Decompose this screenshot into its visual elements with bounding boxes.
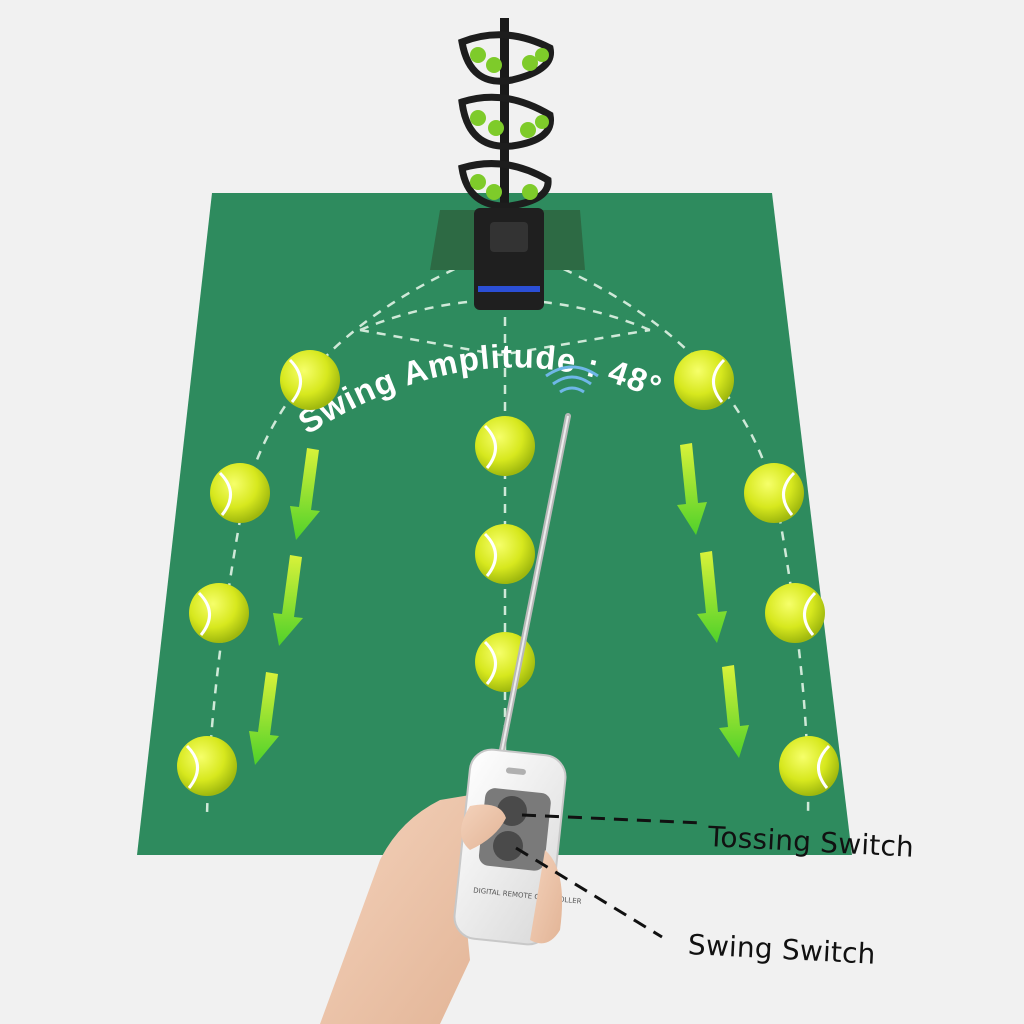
- signal-waves-icon: [545, 365, 599, 394]
- swing-switch-leader: [515, 846, 663, 939]
- tennis-ball: [744, 463, 804, 523]
- thumb: [461, 804, 506, 850]
- direction-arrows: [249, 443, 749, 765]
- hand: [320, 795, 491, 1024]
- arrow: [697, 551, 727, 643]
- tennis-ball: [475, 416, 535, 476]
- tennis-ball: [210, 463, 270, 523]
- arrow: [273, 555, 303, 646]
- arrow: [677, 443, 707, 535]
- fingers: [530, 850, 563, 944]
- tossing-switch-leader: [521, 813, 703, 825]
- ball-machine: [430, 18, 585, 310]
- swing-switch-button[interactable]: [493, 831, 523, 861]
- tennis-ball: [475, 524, 535, 584]
- tennis-ball: [779, 736, 839, 796]
- arrow: [249, 672, 279, 765]
- tennis-ball: [280, 350, 340, 410]
- callout-lines: [515, 813, 703, 939]
- arrow: [290, 448, 320, 540]
- tennis-ball: [189, 583, 249, 643]
- tennis-ball: [765, 583, 825, 643]
- tennis-ball: [177, 736, 237, 796]
- arrow: [719, 665, 749, 758]
- tennis-balls: [177, 350, 839, 796]
- tennis-ball: [674, 350, 734, 410]
